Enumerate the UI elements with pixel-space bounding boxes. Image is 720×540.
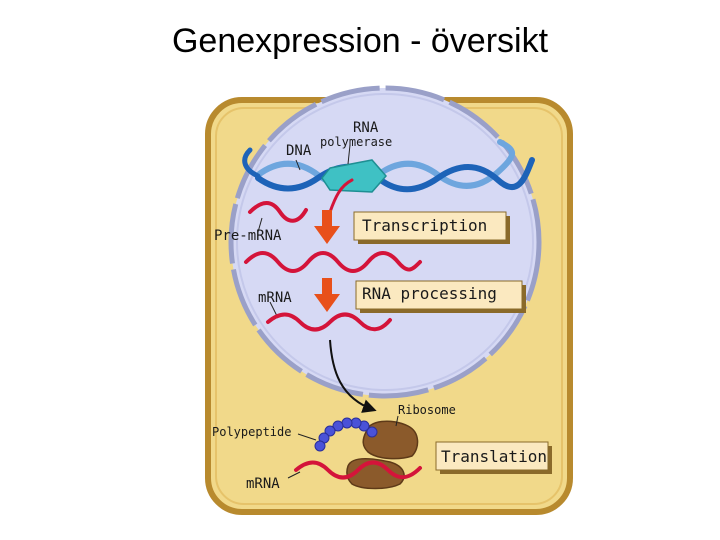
transcription-box: Transcription (353, 211, 510, 244)
mrna-export-arrow (329, 339, 377, 413)
pre-mrna-strand-1 (248, 201, 308, 223)
dna-strand-front (255, 157, 535, 193)
dna-label: DNA (286, 143, 312, 159)
polypeptide-leader (297, 433, 317, 441)
nascent-rna (328, 178, 354, 214)
ribosome-label: Ribosome (398, 403, 456, 417)
page-title: Genexpression - översikt (171, 22, 549, 60)
rna-polymerase-leader (347, 144, 351, 165)
translation-box: Translation (435, 441, 552, 474)
transcription-label: Transcription (362, 216, 487, 235)
rna-polymerase (321, 159, 387, 193)
pre-mrna-label: Pre-mRNA (214, 228, 282, 244)
translation-label: Translation (441, 447, 547, 466)
rna-processing-box: RNA processing (355, 280, 526, 313)
mrna-cytoplasm-strand (294, 460, 422, 480)
processing-arrow (314, 278, 340, 312)
dna-strand-left-tail (242, 147, 261, 179)
pre-mrna-strand-2 (244, 251, 422, 273)
mrna-cytoplasm-leader (287, 471, 301, 479)
mrna-nucleus-strand (266, 312, 392, 332)
dna-leader (295, 159, 301, 171)
rna-polymerase-label-line1: RNA (353, 120, 379, 136)
rna-processing-label: RNA processing (362, 284, 497, 303)
transcription-arrow (314, 210, 340, 244)
mrna-cytoplasm-label: mRNA (246, 476, 280, 492)
rna-polymerase-label-line2: polymerase (320, 135, 392, 149)
mrna-nucleus-label: mRNA (258, 290, 292, 306)
polypeptide-label: Polypeptide (212, 425, 291, 439)
dna-strand-back (255, 139, 516, 190)
nucleus-inner-ring (236, 93, 534, 391)
polypeptide-chain (314, 417, 378, 452)
ribosome-leader (395, 415, 399, 427)
pre-mrna-leader (257, 217, 263, 233)
